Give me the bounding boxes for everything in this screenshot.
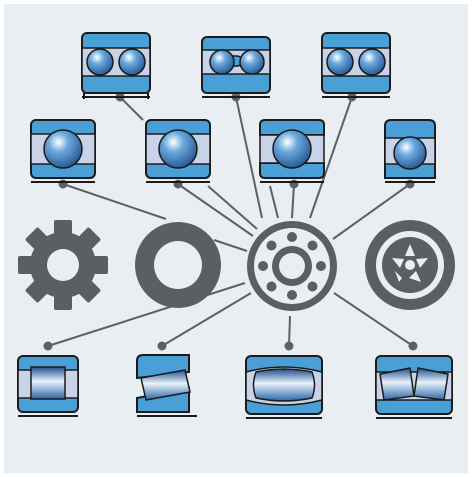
self-aligning-ball-bearing-icon bbox=[384, 119, 436, 183]
connector-line bbox=[291, 183, 295, 219]
tapered-roller-bearing-icon bbox=[136, 354, 197, 417]
connector-line bbox=[269, 185, 279, 219]
connector-line bbox=[213, 239, 248, 252]
double-row-ball-bearing-icon bbox=[81, 32, 151, 99]
angular-contact-ball-bearing-icon bbox=[259, 119, 325, 183]
washer-ring-icon bbox=[135, 222, 221, 308]
connector-dot bbox=[408, 341, 418, 351]
connector-dot bbox=[284, 341, 294, 351]
connector-line bbox=[177, 183, 254, 237]
gear-icon bbox=[18, 220, 108, 310]
connector-dot bbox=[43, 341, 53, 351]
ball-bearing-icon bbox=[247, 221, 337, 311]
spherical-roller-bearing-icon bbox=[245, 355, 323, 419]
connector-line bbox=[235, 96, 263, 219]
connector-line bbox=[333, 292, 414, 347]
connector-line bbox=[309, 96, 353, 219]
connector-line bbox=[62, 183, 167, 220]
deep-groove-ball-bearing-icon bbox=[30, 119, 96, 183]
double-row-ball-bearing-icon bbox=[321, 32, 391, 98]
ball-bearing-with-cage-icon bbox=[201, 36, 271, 98]
double-row-tapered-roller-bearing-icon bbox=[375, 355, 453, 419]
wheel-rim-icon bbox=[365, 220, 455, 310]
connector-line bbox=[119, 96, 144, 121]
connector-line bbox=[288, 315, 291, 347]
connector-line bbox=[207, 185, 258, 230]
connector-line bbox=[161, 292, 252, 347]
connector-dot bbox=[157, 341, 167, 351]
deep-groove-ball-bearing-icon bbox=[145, 119, 211, 183]
connector-line bbox=[332, 183, 411, 240]
connector-line bbox=[47, 282, 246, 347]
cylindrical-roller-bearing-icon bbox=[17, 355, 79, 417]
